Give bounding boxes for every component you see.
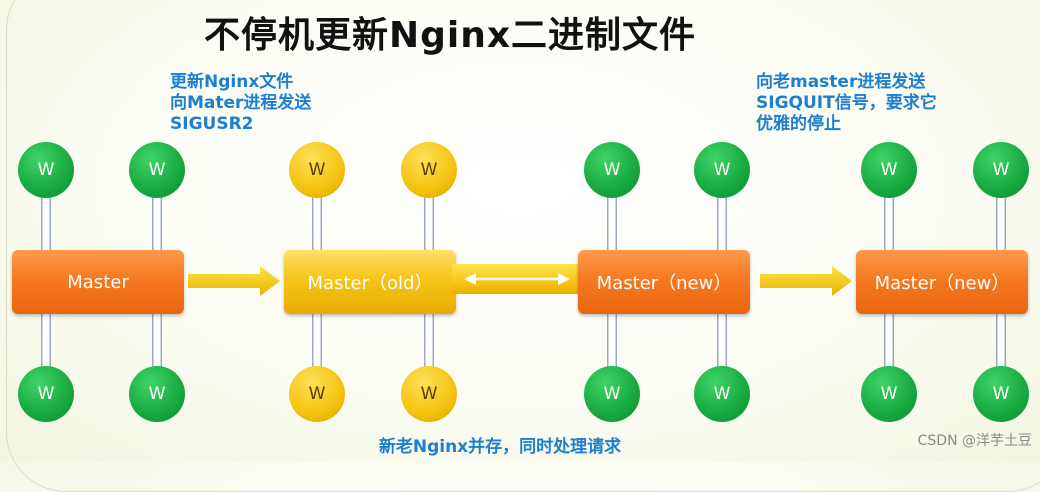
worker-node-yellow: W: [401, 142, 457, 198]
connector-rail: [152, 196, 162, 254]
worker-node-green: W: [973, 366, 1029, 422]
connector-rail: [312, 312, 322, 370]
worker-node-yellow: W: [401, 366, 457, 422]
connector-rail: [607, 196, 617, 254]
master-new: Master（new）: [578, 250, 750, 314]
arrow-right-icon: [188, 266, 280, 296]
note-quit-line-2: SIGQUIT信号，要求它: [756, 93, 937, 113]
diagram-title: 不停机更新Nginx二进制文件: [203, 15, 697, 56]
note-upgrade-line-3: SIGUSR2: [170, 114, 254, 134]
master-new-final: Master（new）: [856, 250, 1028, 314]
footer-caption: 新老Nginx并存，同时处理请求: [378, 437, 622, 457]
note-quit: 向老master进程发送 SIGQUIT信号，要求它 优雅的停止: [756, 72, 937, 135]
connector-rail: [884, 196, 894, 254]
note-upgrade-line-2: 向Mater进程发送: [170, 93, 312, 113]
connector-rail: [607, 312, 617, 370]
connector-rail: [717, 312, 727, 370]
connector-rail: [312, 196, 322, 254]
worker-node-yellow: W: [289, 366, 345, 422]
worker-node-green: W: [861, 366, 917, 422]
connector-rail: [717, 196, 727, 254]
master-initial: Master: [12, 250, 184, 314]
connector-rail: [884, 312, 894, 370]
connector-rail: [996, 312, 1006, 370]
connector-rail: [152, 312, 162, 370]
worker-node-green: W: [129, 142, 185, 198]
worker-node-green: W: [584, 142, 640, 198]
worker-node-green: W: [694, 142, 750, 198]
worker-node-green: W: [973, 142, 1029, 198]
connector-rail: [41, 312, 51, 370]
worker-node-green: W: [861, 142, 917, 198]
arrow-right-icon: [760, 266, 852, 296]
connector-rail: [424, 196, 434, 254]
connector-rail: [996, 196, 1006, 254]
note-upgrade: 更新Nginx文件 向Mater进程发送 SIGUSR2: [170, 72, 311, 135]
connector-rail: [41, 196, 51, 254]
watermark: CSDN @洋芋土豆: [917, 433, 1032, 449]
worker-node-green: W: [18, 142, 74, 198]
worker-node-yellow: W: [289, 142, 345, 198]
worker-node-green: W: [694, 366, 750, 422]
note-upgrade-line-1: 更新Nginx文件: [170, 72, 294, 92]
worker-node-green: W: [584, 366, 640, 422]
connector-rail: [424, 312, 434, 370]
note-quit-line-1: 向老master进程发送: [756, 72, 926, 92]
double-arrow-icon: [464, 273, 570, 285]
master-old: Master（old）: [284, 250, 456, 314]
note-quit-line-3: 优雅的停止: [756, 114, 841, 134]
worker-node-green: W: [129, 366, 185, 422]
worker-node-green: W: [18, 366, 74, 422]
